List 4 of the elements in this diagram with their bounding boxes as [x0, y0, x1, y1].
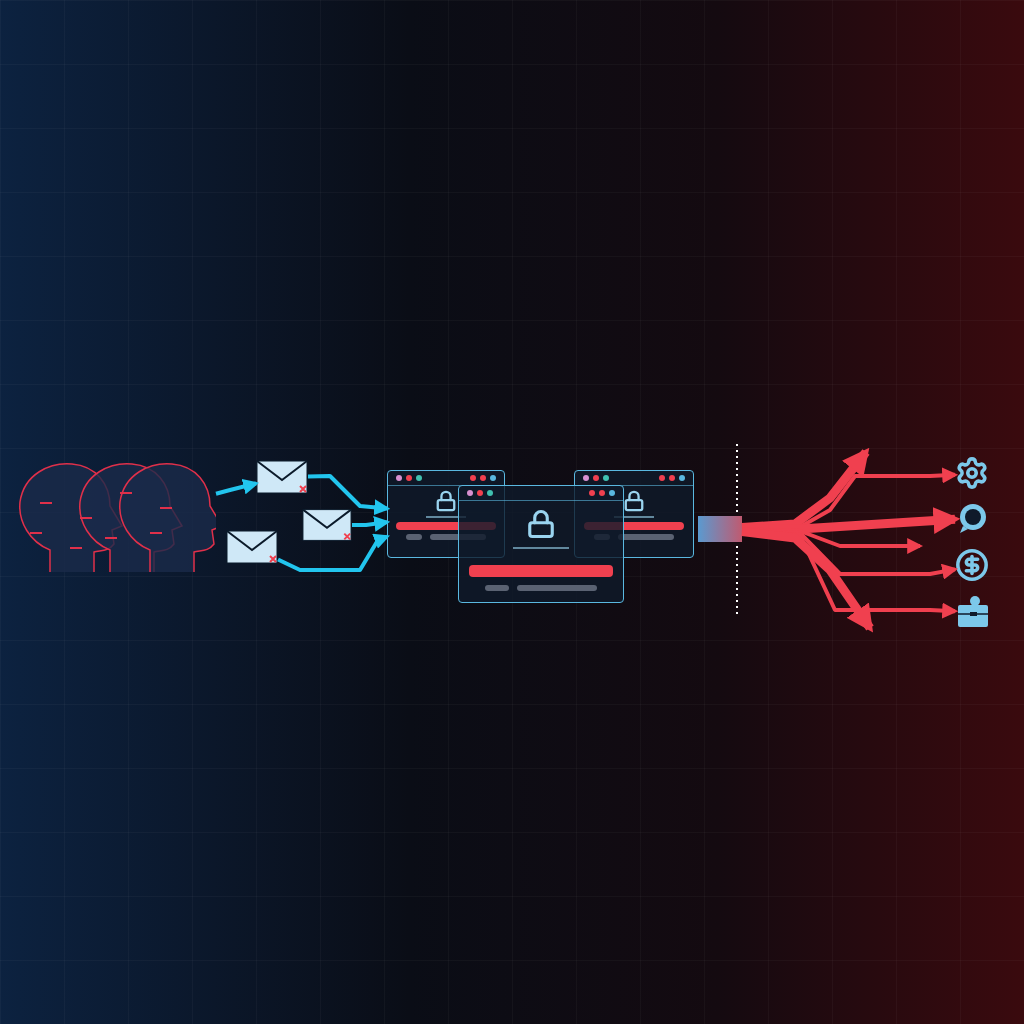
arrow — [307, 474, 391, 516]
arrow — [352, 515, 391, 532]
arrow — [215, 478, 260, 496]
arrow — [277, 533, 390, 572]
